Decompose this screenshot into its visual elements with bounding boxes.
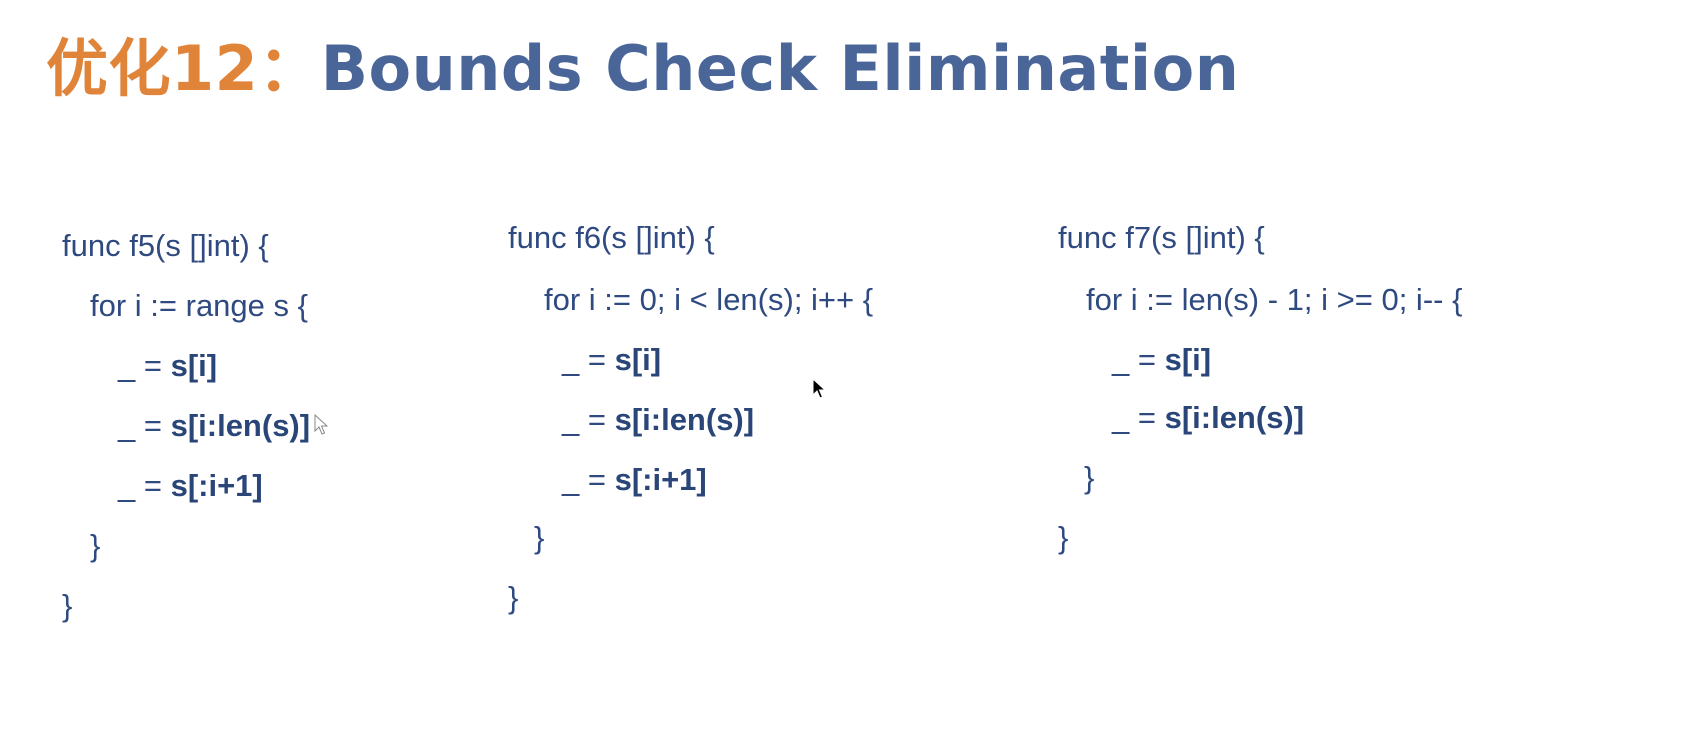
f7-loop-close: }: [1084, 458, 1094, 498]
f7-stmt-2: _ = s[i:len(s)]: [1112, 398, 1304, 438]
f6-line-close-2: }: [508, 580, 519, 615]
code-block-f5: func f5(s []int) { for i := range s { _ …: [62, 0, 310, 623]
f6-blank-assign-2: _ =: [562, 402, 615, 437]
f7-expr-2: s[i:len(s)]: [1164, 400, 1305, 435]
f6-loop: for i := 0; i < len(s); i++ {: [544, 280, 873, 320]
f5-loop-close: }: [90, 526, 100, 566]
f6-expr-1: s[i]: [614, 342, 662, 377]
f5-expr-2: s[i:len(s)]: [170, 408, 311, 443]
f7-blank-assign-1: _ =: [1112, 342, 1165, 377]
f5-func-close: }: [62, 586, 72, 626]
f6-line-close-1: }: [534, 520, 545, 555]
title-main: Bounds Check Elimination: [320, 32, 1240, 105]
f7-blank-assign-2: _ =: [1112, 400, 1165, 435]
f5-stmt-1: _ = s[i]: [118, 346, 217, 386]
f7-line-2: for i := len(s) - 1; i >= 0; i-- {: [1086, 282, 1463, 317]
code-block-f6: func f6(s []int) { for i := 0; i < len(s…: [508, 0, 873, 615]
code-block-f7: func f7(s []int) { for i := len(s) - 1; …: [1058, 0, 1462, 555]
f7-line-close-1: }: [1084, 460, 1095, 495]
f6-func-close: }: [508, 578, 518, 618]
f6-loop-close: }: [534, 518, 544, 558]
f5-stmt-3: _ = s[:i+1]: [118, 466, 263, 506]
f5-blank-assign-1: _ =: [118, 348, 171, 383]
f5-blank-assign-2: _ =: [118, 408, 171, 443]
f5-expr-1: s[i]: [170, 348, 218, 383]
f7-line-close-2: }: [1058, 520, 1069, 555]
f5-line-2: for i := range s {: [90, 288, 308, 323]
f5-expr-3: s[:i+1]: [170, 468, 263, 503]
f6-stmt-3: _ = s[:i+1]: [562, 460, 707, 500]
f6-stmt-2: _ = s[i:len(s)]: [562, 400, 754, 440]
title-prefix: 优化12：: [46, 32, 321, 105]
mouse-pointer-icon: [812, 378, 826, 399]
f5-line-close-1: }: [90, 528, 101, 563]
f6-expr-2: s[i:len(s)]: [614, 402, 755, 437]
f7-expr-1: s[i]: [1164, 342, 1212, 377]
f7-func-close: }: [1058, 518, 1068, 558]
f6-line-1: func f6(s []int) {: [508, 220, 715, 255]
f7-loop: for i := len(s) - 1; i >= 0; i-- {: [1086, 280, 1462, 320]
mouse-pointer-ghost-icon: [314, 414, 328, 435]
f5-stmt-2: _ = s[i:len(s)]: [118, 406, 310, 446]
f6-signature: func f6(s []int) {: [508, 218, 715, 258]
f7-line-1: func f7(s []int) {: [1058, 220, 1265, 255]
f5-signature: func f5(s []int) {: [62, 226, 269, 266]
f5-loop: for i := range s {: [90, 286, 308, 326]
f5-blank-assign-3: _ =: [118, 468, 171, 503]
f7-signature: func f7(s []int) {: [1058, 218, 1265, 258]
slide-title: 优化12：Bounds Check Elimination: [46, 24, 1239, 114]
f6-blank-assign-1: _ =: [562, 342, 615, 377]
f6-stmt-1: _ = s[i]: [562, 340, 661, 380]
f7-stmt-1: _ = s[i]: [1112, 340, 1211, 380]
f5-line-close-2: }: [62, 588, 73, 623]
f5-line-1: func f5(s []int) {: [62, 228, 269, 263]
f6-line-2: for i := 0; i < len(s); i++ {: [544, 282, 874, 317]
f6-expr-3: s[:i+1]: [614, 462, 707, 497]
f6-blank-assign-3: _ =: [562, 462, 615, 497]
